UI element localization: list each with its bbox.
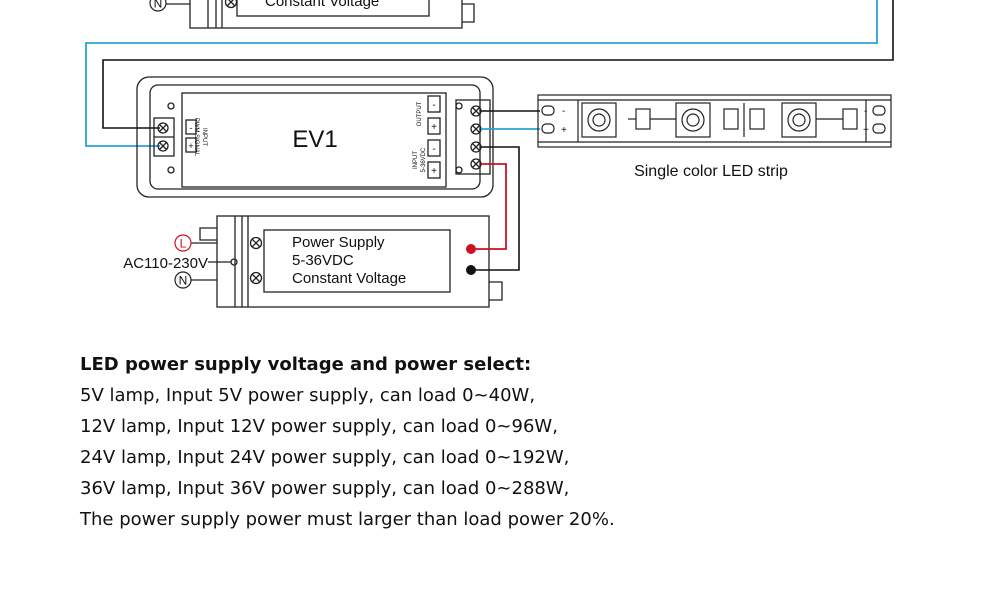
led-strip-plus-left: +: [561, 125, 567, 136]
top-psu-neutral-terminal: N: [149, 0, 167, 12]
led-strip: [537, 94, 892, 148]
psu-neutral-label: N: [179, 274, 188, 288]
notes-title: LED power supply voltage and power selec…: [80, 354, 532, 375]
psu-plus-dot: [466, 244, 476, 254]
psu-neutral-terminal: N: [174, 271, 192, 289]
black-wire-psu-minus: [472, 146, 520, 271]
ev1-pwm-label: PWM SIGNAL: [193, 118, 199, 157]
notes-line: 24V lamp, Input 24V power supply, can lo…: [80, 447, 570, 468]
led-strip-caption: Single color LED strip: [634, 163, 788, 180]
ev1-output-label: OUTPUT: [417, 101, 423, 126]
ev1-input-label: INPUT: [201, 128, 207, 146]
psu-line2: 5-36VDC: [292, 252, 354, 269]
ev1-power-input-label: INPUT: [413, 151, 419, 169]
notes-line: 12V lamp, Input 12V power supply, can lo…: [80, 416, 558, 437]
psu-live-terminal: L: [174, 234, 192, 252]
wiring-diagram: N Constant Voltage EV1 - + - + - + INPUT…: [85, 0, 894, 308]
led-strip-minus-left: -: [562, 106, 565, 117]
black-wire-top: [102, 0, 894, 129]
led-strip-plus-right: +: [863, 125, 869, 136]
psu-minus-dot: [466, 265, 476, 275]
red-wire-psu-plus: [472, 163, 507, 250]
top-psu-voltage-label: Constant Voltage: [265, 0, 379, 10]
ev1-controller: [136, 76, 494, 198]
psu-live-label: L: [180, 237, 187, 251]
blue-wire-signal: [85, 0, 878, 147]
notes-line: The power supply power must larger than …: [80, 509, 615, 530]
ev1-input-plus: +: [188, 141, 193, 151]
notes-line: 36V lamp, Input 36V power supply, can lo…: [80, 478, 570, 499]
power-select-notes: LED power supply voltage and power selec…: [80, 349, 960, 535]
psu-ac-label: AC110-230V: [123, 255, 208, 272]
ev1-output-minus: -: [432, 100, 435, 111]
power-supply: [190, 215, 503, 308]
ev1-output-plus: +: [431, 122, 437, 133]
ev1-name: EV1: [292, 126, 337, 153]
top-power-supply: [166, 0, 475, 29]
led-strip-minus-right: -: [864, 106, 867, 117]
top-psu-neutral-label: N: [154, 0, 163, 11]
ev1-power-minus: -: [432, 144, 435, 155]
notes-line: 5V lamp, Input 5V power supply, can load…: [80, 385, 536, 406]
ev1-power-voltage-label: 5-36VDC: [421, 147, 427, 172]
psu-line3: Constant Voltage: [292, 270, 406, 287]
ev1-power-plus: +: [431, 166, 437, 177]
psu-line1: Power Supply: [292, 234, 385, 251]
ev1-input-minus: -: [190, 123, 193, 133]
